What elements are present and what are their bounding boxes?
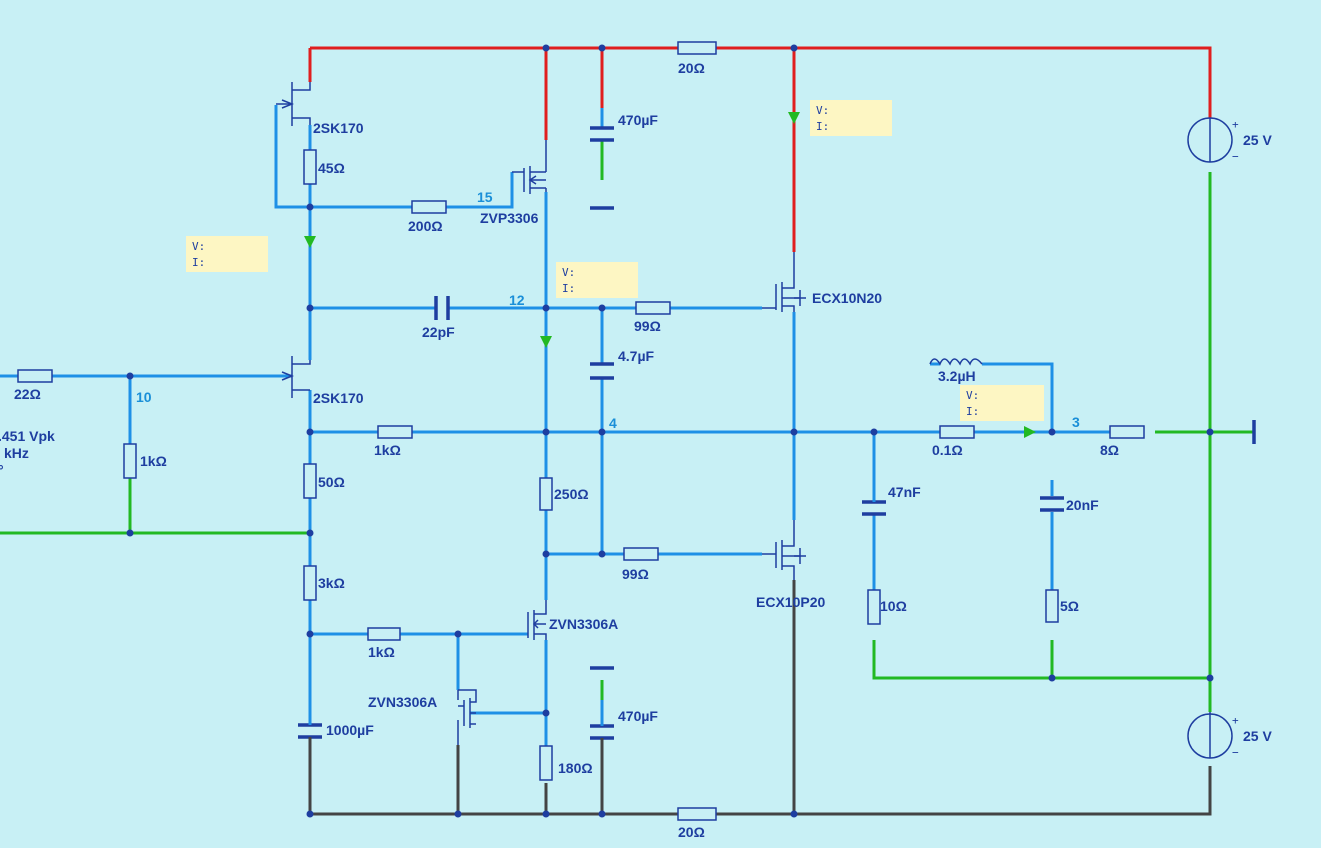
vsrc-bottom-label: 25 V bbox=[1243, 728, 1272, 744]
current-arrows bbox=[304, 112, 1036, 438]
node-3-label: 3 bbox=[1072, 414, 1080, 430]
r250-label: 250Ω bbox=[554, 486, 589, 502]
probe-v-label: V: bbox=[816, 104, 829, 117]
jfet-bottom-label: 2SK170 bbox=[313, 390, 364, 406]
source-phase-label: ° bbox=[0, 462, 4, 478]
r10-label: 10Ω bbox=[880, 598, 907, 614]
wires bbox=[0, 46, 1254, 816]
probe-v-label: V: bbox=[562, 266, 575, 279]
c20n-label: 20nF bbox=[1066, 497, 1099, 513]
r3k-label: 3kΩ bbox=[318, 575, 345, 591]
r99-bottom-label: 99Ω bbox=[622, 566, 649, 582]
component-labels: 22Ω 1kΩ .451 Vpk kHz ° 2SK170 2SK170 45Ω… bbox=[0, 60, 1272, 840]
source-amplitude-label: .451 Vpk bbox=[0, 428, 55, 444]
inductor bbox=[929, 358, 983, 366]
resistors bbox=[17, 41, 1145, 821]
node-15-label: 15 bbox=[477, 189, 493, 205]
jfet-top-label: 2SK170 bbox=[313, 120, 364, 136]
probe-v-label: V: bbox=[192, 240, 205, 253]
source-frequency-label: kHz bbox=[4, 445, 29, 461]
probe-v-label: V: bbox=[966, 389, 979, 402]
r0-1-label: 0.1Ω bbox=[932, 442, 963, 458]
probe-i-label: I: bbox=[816, 120, 829, 133]
probe-i-label: I: bbox=[562, 282, 575, 295]
zvn3306a-top-label: ZVN3306A bbox=[549, 616, 618, 632]
c470-top-label: 470µF bbox=[618, 112, 658, 128]
r180-label: 180Ω bbox=[558, 760, 593, 776]
node-12-label: 12 bbox=[509, 292, 525, 308]
zvp3306-label: ZVP3306 bbox=[480, 210, 539, 226]
voltage-source-top: + − bbox=[1187, 117, 1239, 163]
r-shunt-label: 1kΩ bbox=[140, 453, 167, 469]
node-labels: 10 15 12 4 3 bbox=[136, 189, 1080, 431]
c1000-label: 1000µF bbox=[326, 722, 374, 738]
r200-label: 200Ω bbox=[408, 218, 443, 234]
ecx10n20-label: ECX10N20 bbox=[812, 290, 882, 306]
node-4-label: 4 bbox=[609, 415, 617, 431]
r20-bottom-label: 20Ω bbox=[678, 824, 705, 840]
r1k-fb-label: 1kΩ bbox=[374, 442, 401, 458]
r8-label: 8Ω bbox=[1100, 442, 1119, 458]
probe-3[interactable]: V: I: bbox=[556, 262, 638, 298]
c47n-label: 47nF bbox=[888, 484, 921, 500]
r-in-label: 22Ω bbox=[14, 386, 41, 402]
r50-label: 50Ω bbox=[318, 474, 345, 490]
inductor-label: 3.2µH bbox=[938, 368, 976, 384]
r45-label: 45Ω bbox=[318, 160, 345, 176]
r5-label: 5Ω bbox=[1060, 598, 1079, 614]
svg-text:+: + bbox=[1232, 714, 1239, 727]
svg-text:−: − bbox=[1232, 746, 1239, 759]
svg-text:+: + bbox=[1232, 118, 1239, 131]
probe-i-label: I: bbox=[966, 405, 979, 418]
c22p-label: 22pF bbox=[422, 324, 455, 340]
probe-i-label: I: bbox=[192, 256, 205, 269]
c4-7-label: 4.7µF bbox=[618, 348, 655, 364]
capacitors bbox=[298, 108, 1064, 760]
r99-top-label: 99Ω bbox=[634, 318, 661, 334]
node-10-label: 10 bbox=[136, 389, 152, 405]
c470-bottom-label: 470µF bbox=[618, 708, 658, 724]
junction-dots bbox=[126, 44, 1214, 818]
probe-1[interactable]: V: I: bbox=[810, 100, 892, 136]
voltage-source-bottom: + − bbox=[1187, 712, 1239, 759]
zvn3306a-bottom-label: ZVN3306A bbox=[368, 694, 437, 710]
r1k-bias-label: 1kΩ bbox=[368, 644, 395, 660]
probe-4[interactable]: V: I: bbox=[960, 385, 1044, 421]
transistors bbox=[276, 82, 806, 745]
probe-2[interactable]: V: I: bbox=[186, 236, 268, 272]
vsrc-top-label: 25 V bbox=[1243, 132, 1272, 148]
r20-top-label: 20Ω bbox=[678, 60, 705, 76]
svg-text:−: − bbox=[1232, 150, 1239, 163]
ecx10p20-label: ECX10P20 bbox=[756, 594, 825, 610]
